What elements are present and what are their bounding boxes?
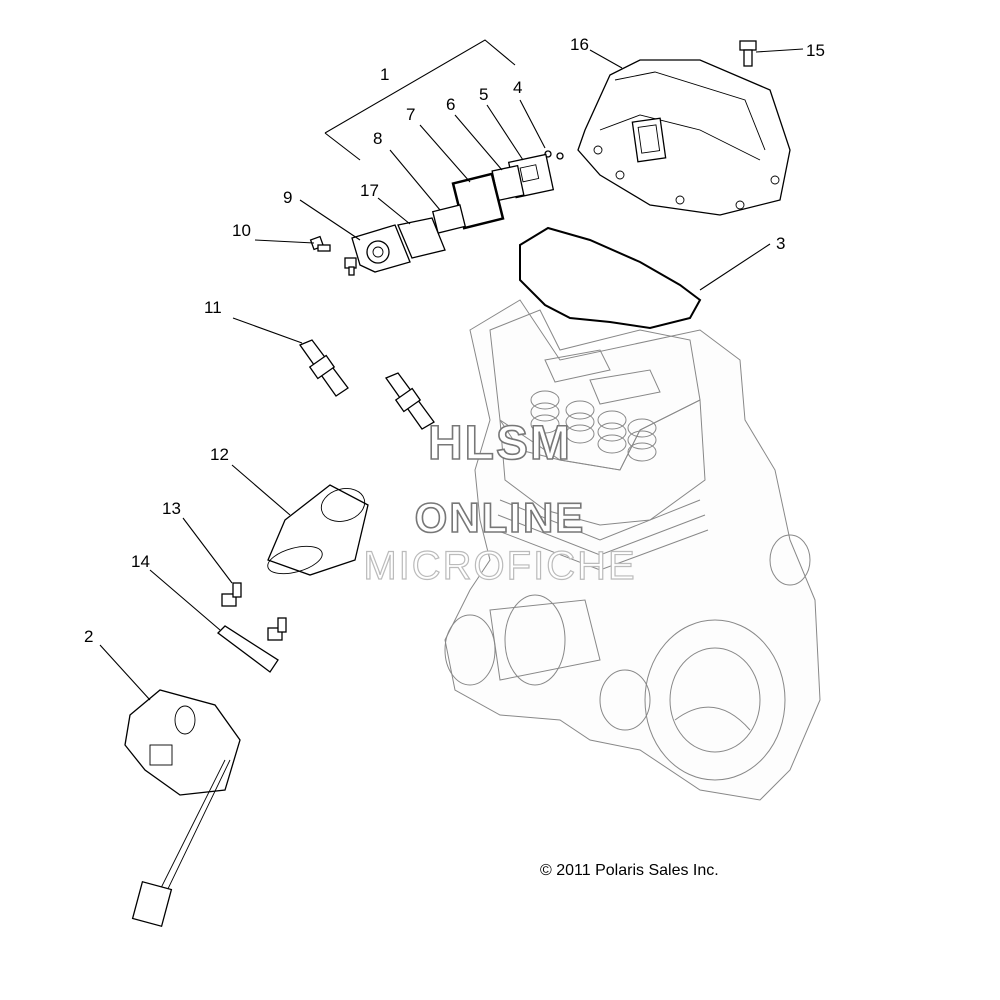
part-8-gasket [431, 204, 467, 234]
callout-12: 12 [210, 445, 229, 464]
callout-7: 7 [406, 105, 415, 124]
part-4-screws [544, 150, 564, 160]
callout-13: 13 [162, 499, 181, 518]
callout-1: 1 [380, 65, 389, 84]
callout-10: 10 [232, 221, 251, 240]
callout-11: 11 [204, 298, 222, 317]
leader-lines [99, 39, 804, 701]
engine-assembly [444, 299, 821, 801]
part-2-throttle-body [124, 689, 241, 928]
callout-17: 17 [360, 181, 379, 200]
callout-8: 8 [373, 129, 382, 148]
callout-9: 9 [283, 188, 292, 207]
part-13-bolts [221, 582, 287, 641]
part-10-bolts [309, 235, 357, 276]
watermark-line-1: HLSM [427, 416, 572, 471]
callout-4: 4 [513, 78, 522, 97]
part-12-intake-boot [267, 484, 369, 576]
valve-springs [530, 390, 657, 462]
part-9-housing [351, 224, 411, 273]
callout-3: 3 [776, 234, 785, 253]
watermark-line-3: MICROFICHE [363, 543, 637, 588]
part-15-bolt [739, 40, 757, 67]
callout-14: 14 [131, 552, 150, 571]
part-11-spark-plugs [299, 339, 435, 430]
part-3-cover-gasket [519, 226, 702, 330]
callout-2: 2 [84, 627, 93, 646]
part-16-valve-cover [577, 59, 791, 216]
copyright-text: © 2011 Polaris Sales Inc. [540, 862, 719, 879]
callout-15: 15 [806, 41, 825, 60]
part-14-sleeve [217, 625, 279, 673]
callouts: 1 2 3 4 5 6 7 8 9 10 11 12 13 14 15 16 1… [84, 35, 825, 646]
callout-6: 6 [446, 95, 455, 114]
callout-16: 16 [570, 35, 589, 54]
part-5-plate-cutout [519, 164, 540, 183]
callout-5: 5 [479, 85, 488, 104]
part-17-gasket [397, 217, 446, 259]
watermark-line-2: ONLINE [414, 493, 586, 542]
